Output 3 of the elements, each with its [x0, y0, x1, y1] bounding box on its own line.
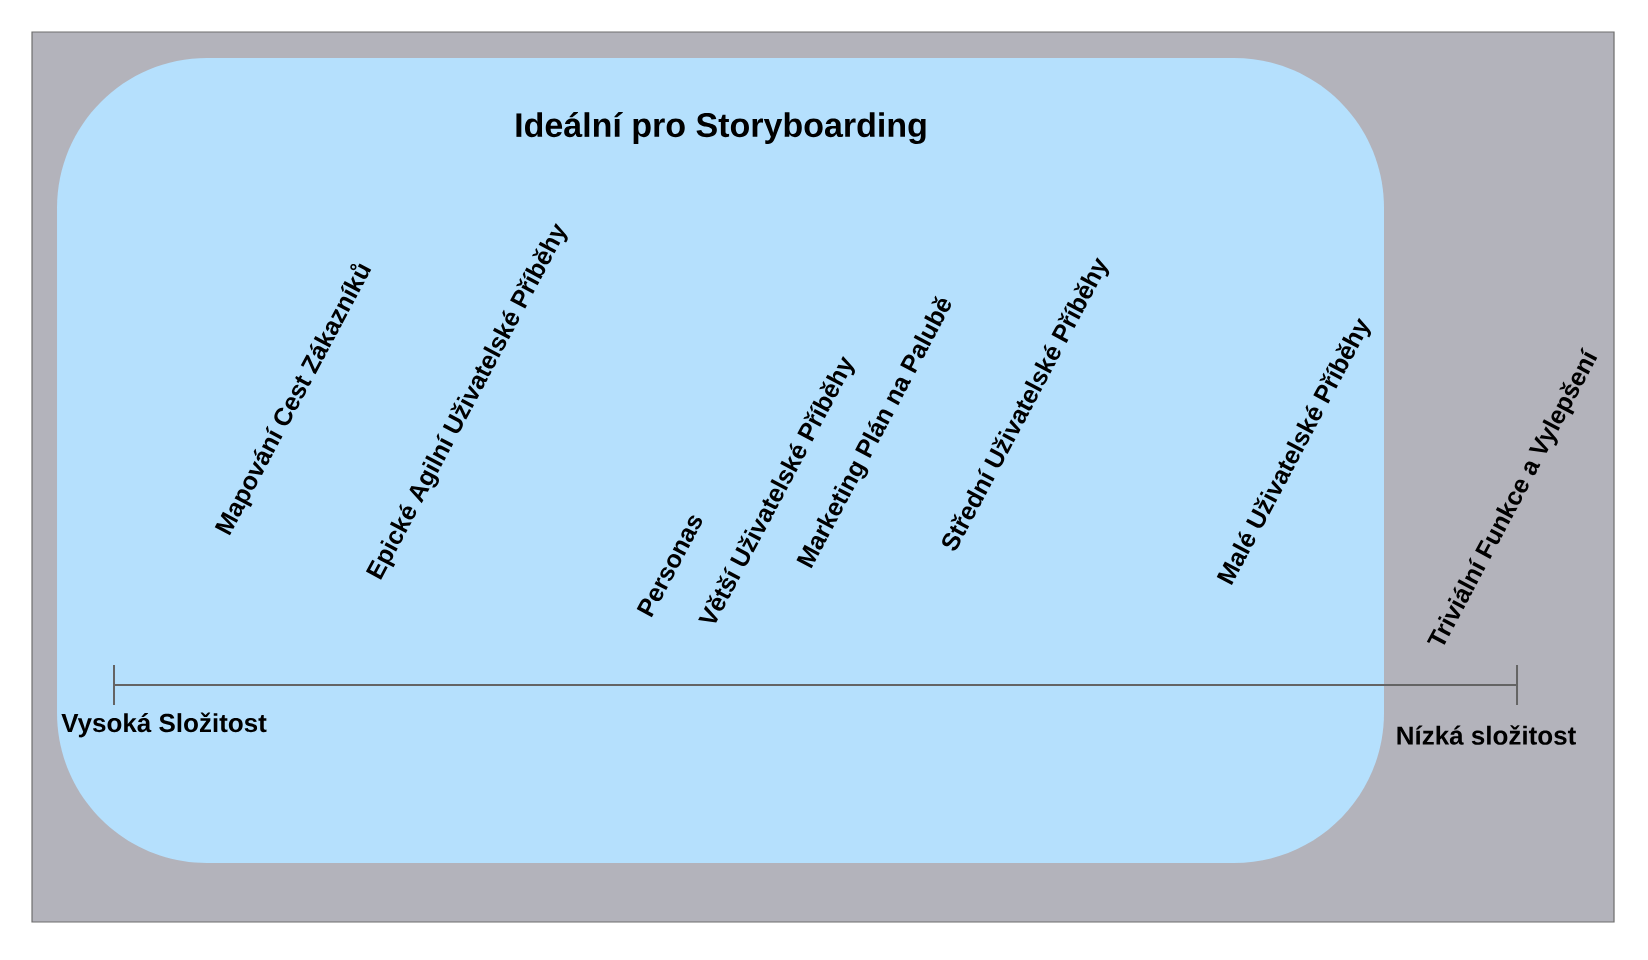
axis-label: Vysoká Složitost	[61, 712, 267, 738]
rounded-panel	[57, 58, 1384, 863]
title: Ideální pro Storyboarding	[516, 111, 926, 145]
